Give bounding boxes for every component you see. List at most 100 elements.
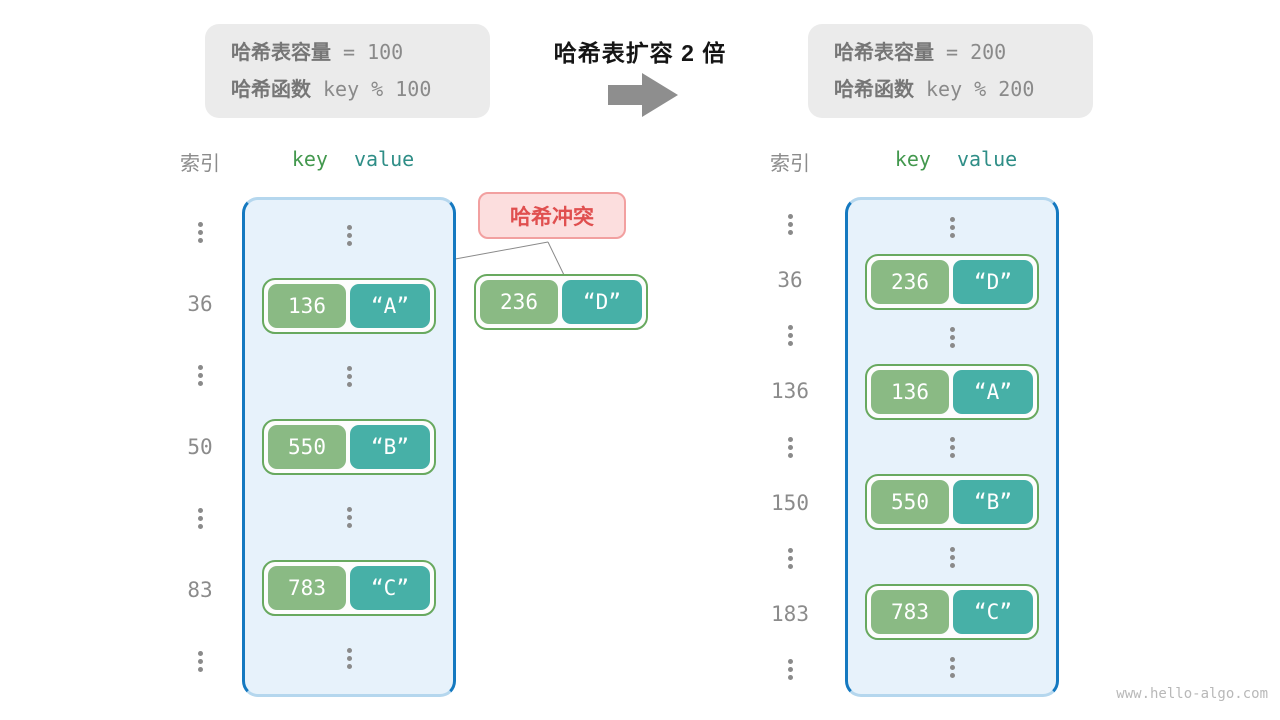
index-cell (754, 530, 826, 586)
capacity-box-after: 哈希表容量 = 200 哈希函数 key % 200 (808, 24, 1093, 118)
index-cell: 36 (754, 253, 826, 309)
capacity-value: = 200 (946, 40, 1007, 64)
vertical-ellipsis-icon (197, 507, 203, 529)
capacity-label: 哈希表容量 (834, 42, 934, 64)
bucket-container: 136“A” 550“B” 783“C” (242, 197, 456, 697)
bucket-cell: 783“C” (245, 553, 453, 624)
hash-function-label: 哈希函数 (231, 79, 311, 101)
bucket-cell (245, 341, 453, 412)
bucket-pair: 783“C” (262, 560, 436, 617)
index-cell (754, 308, 826, 364)
pair-key: 236 (480, 280, 558, 324)
index-cell (754, 419, 826, 475)
index-label: 183 (771, 601, 809, 626)
index-cell: 50 (164, 411, 236, 482)
table-header: 索引 key value (164, 145, 456, 197)
index-label: 150 (771, 490, 809, 515)
vertical-ellipsis-icon (949, 326, 955, 348)
bucket-container: 236“D” 136“A” 550“B” 783“C” (845, 197, 1059, 697)
index-cell: 183 (754, 586, 826, 642)
pair-key: 136 (871, 370, 949, 414)
hash-collision-callout: 哈希冲突 (478, 192, 626, 239)
bucket-cell (848, 420, 1056, 474)
table-header: 索引 key value (754, 145, 1059, 197)
pair-key: 236 (871, 260, 949, 304)
vertical-ellipsis-icon (197, 222, 203, 244)
pair-key: 783 (268, 566, 346, 611)
vertical-ellipsis-icon (346, 507, 352, 529)
bucket-cell: 550“B” (245, 412, 453, 483)
vertical-ellipsis-icon (787, 547, 793, 569)
hash-function-line: 哈希函数 key % 100 (231, 74, 464, 105)
key-column-header: key (291, 147, 328, 171)
vertical-ellipsis-icon (787, 214, 793, 236)
collision-pair: 236 “D” (474, 274, 648, 330)
pair-value: “C” (953, 590, 1033, 634)
vertical-ellipsis-icon (949, 436, 955, 458)
pair-value: “B” (953, 480, 1033, 524)
index-cell: 150 (754, 475, 826, 531)
bucket-cell (848, 200, 1056, 254)
pair-value: “A” (953, 370, 1033, 414)
index-cell (164, 340, 236, 411)
vertical-ellipsis-icon (949, 656, 955, 678)
value-column-header: value (353, 147, 415, 171)
table-body: 36 50 83 136“A” 550“B” 783“C” (164, 197, 456, 697)
index-label: 50 (187, 434, 213, 459)
index-column-header: 索引 (180, 153, 220, 175)
bucket-cell: 136“A” (848, 364, 1056, 420)
capacity-value: = 100 (343, 40, 404, 64)
vertical-ellipsis-icon (346, 365, 352, 387)
index-label: 36 (187, 292, 213, 317)
index-cell (754, 642, 826, 698)
capacity-line: 哈希表容量 = 200 (834, 37, 1067, 68)
vertical-ellipsis-icon (346, 224, 352, 246)
pair-key: 550 (871, 480, 949, 524)
key-value-header: key value (242, 145, 456, 171)
hash-function-line: 哈希函数 key % 200 (834, 74, 1067, 105)
index-cell (754, 197, 826, 253)
capacity-label: 哈希表容量 (231, 42, 331, 64)
bucket-pair: 550“B” (865, 474, 1039, 530)
index-column: 36 50 83 (164, 197, 236, 697)
index-column-header: 索引 (770, 153, 810, 175)
bucket-pair: 136“A” (865, 364, 1039, 420)
hash-table-before: 索引 key value 36 50 83 136“A” 550“B” 783“C” (164, 145, 456, 697)
bucket-cell: 136“A” (245, 271, 453, 342)
index-cell (164, 197, 236, 268)
bucket-cell: 783“C” (848, 584, 1056, 640)
bucket-pair: 236“D” (865, 254, 1039, 310)
pair-value: “A” (350, 283, 430, 328)
right-block-arrow-icon (608, 73, 678, 117)
capacity-line: 哈希表容量 = 100 (231, 37, 464, 68)
bucket-cell (848, 530, 1056, 584)
hash-function-value: key % 100 (323, 77, 432, 101)
index-cell: 36 (164, 268, 236, 339)
bucket-cell (245, 482, 453, 553)
pair-key: 136 (268, 283, 346, 328)
bucket-pair: 236 “D” (474, 274, 648, 330)
diagram-title: 哈希表扩容 2 倍 (553, 40, 727, 66)
vertical-ellipsis-icon (346, 648, 352, 670)
key-value-header: key value (845, 145, 1059, 171)
vertical-ellipsis-icon (787, 658, 793, 680)
index-label: 136 (771, 379, 809, 404)
index-label: 83 (187, 577, 213, 602)
key-column-header: key (894, 147, 931, 171)
bucket-pair: 783“C” (865, 584, 1039, 640)
bucket-cell: 236“D” (848, 254, 1056, 310)
pair-value: “D” (562, 280, 642, 324)
index-cell: 83 (164, 554, 236, 625)
pair-value: “D” (953, 260, 1033, 304)
watermark: www.hello-algo.com (1116, 686, 1268, 702)
bucket-cell (245, 200, 453, 271)
pair-value: “C” (350, 566, 430, 611)
vertical-ellipsis-icon (787, 325, 793, 347)
index-cell (164, 483, 236, 554)
capacity-box-before: 哈希表容量 = 100 哈希函数 key % 100 (205, 24, 490, 118)
vertical-ellipsis-icon (787, 436, 793, 458)
bucket-pair: 550“B” (262, 419, 436, 476)
